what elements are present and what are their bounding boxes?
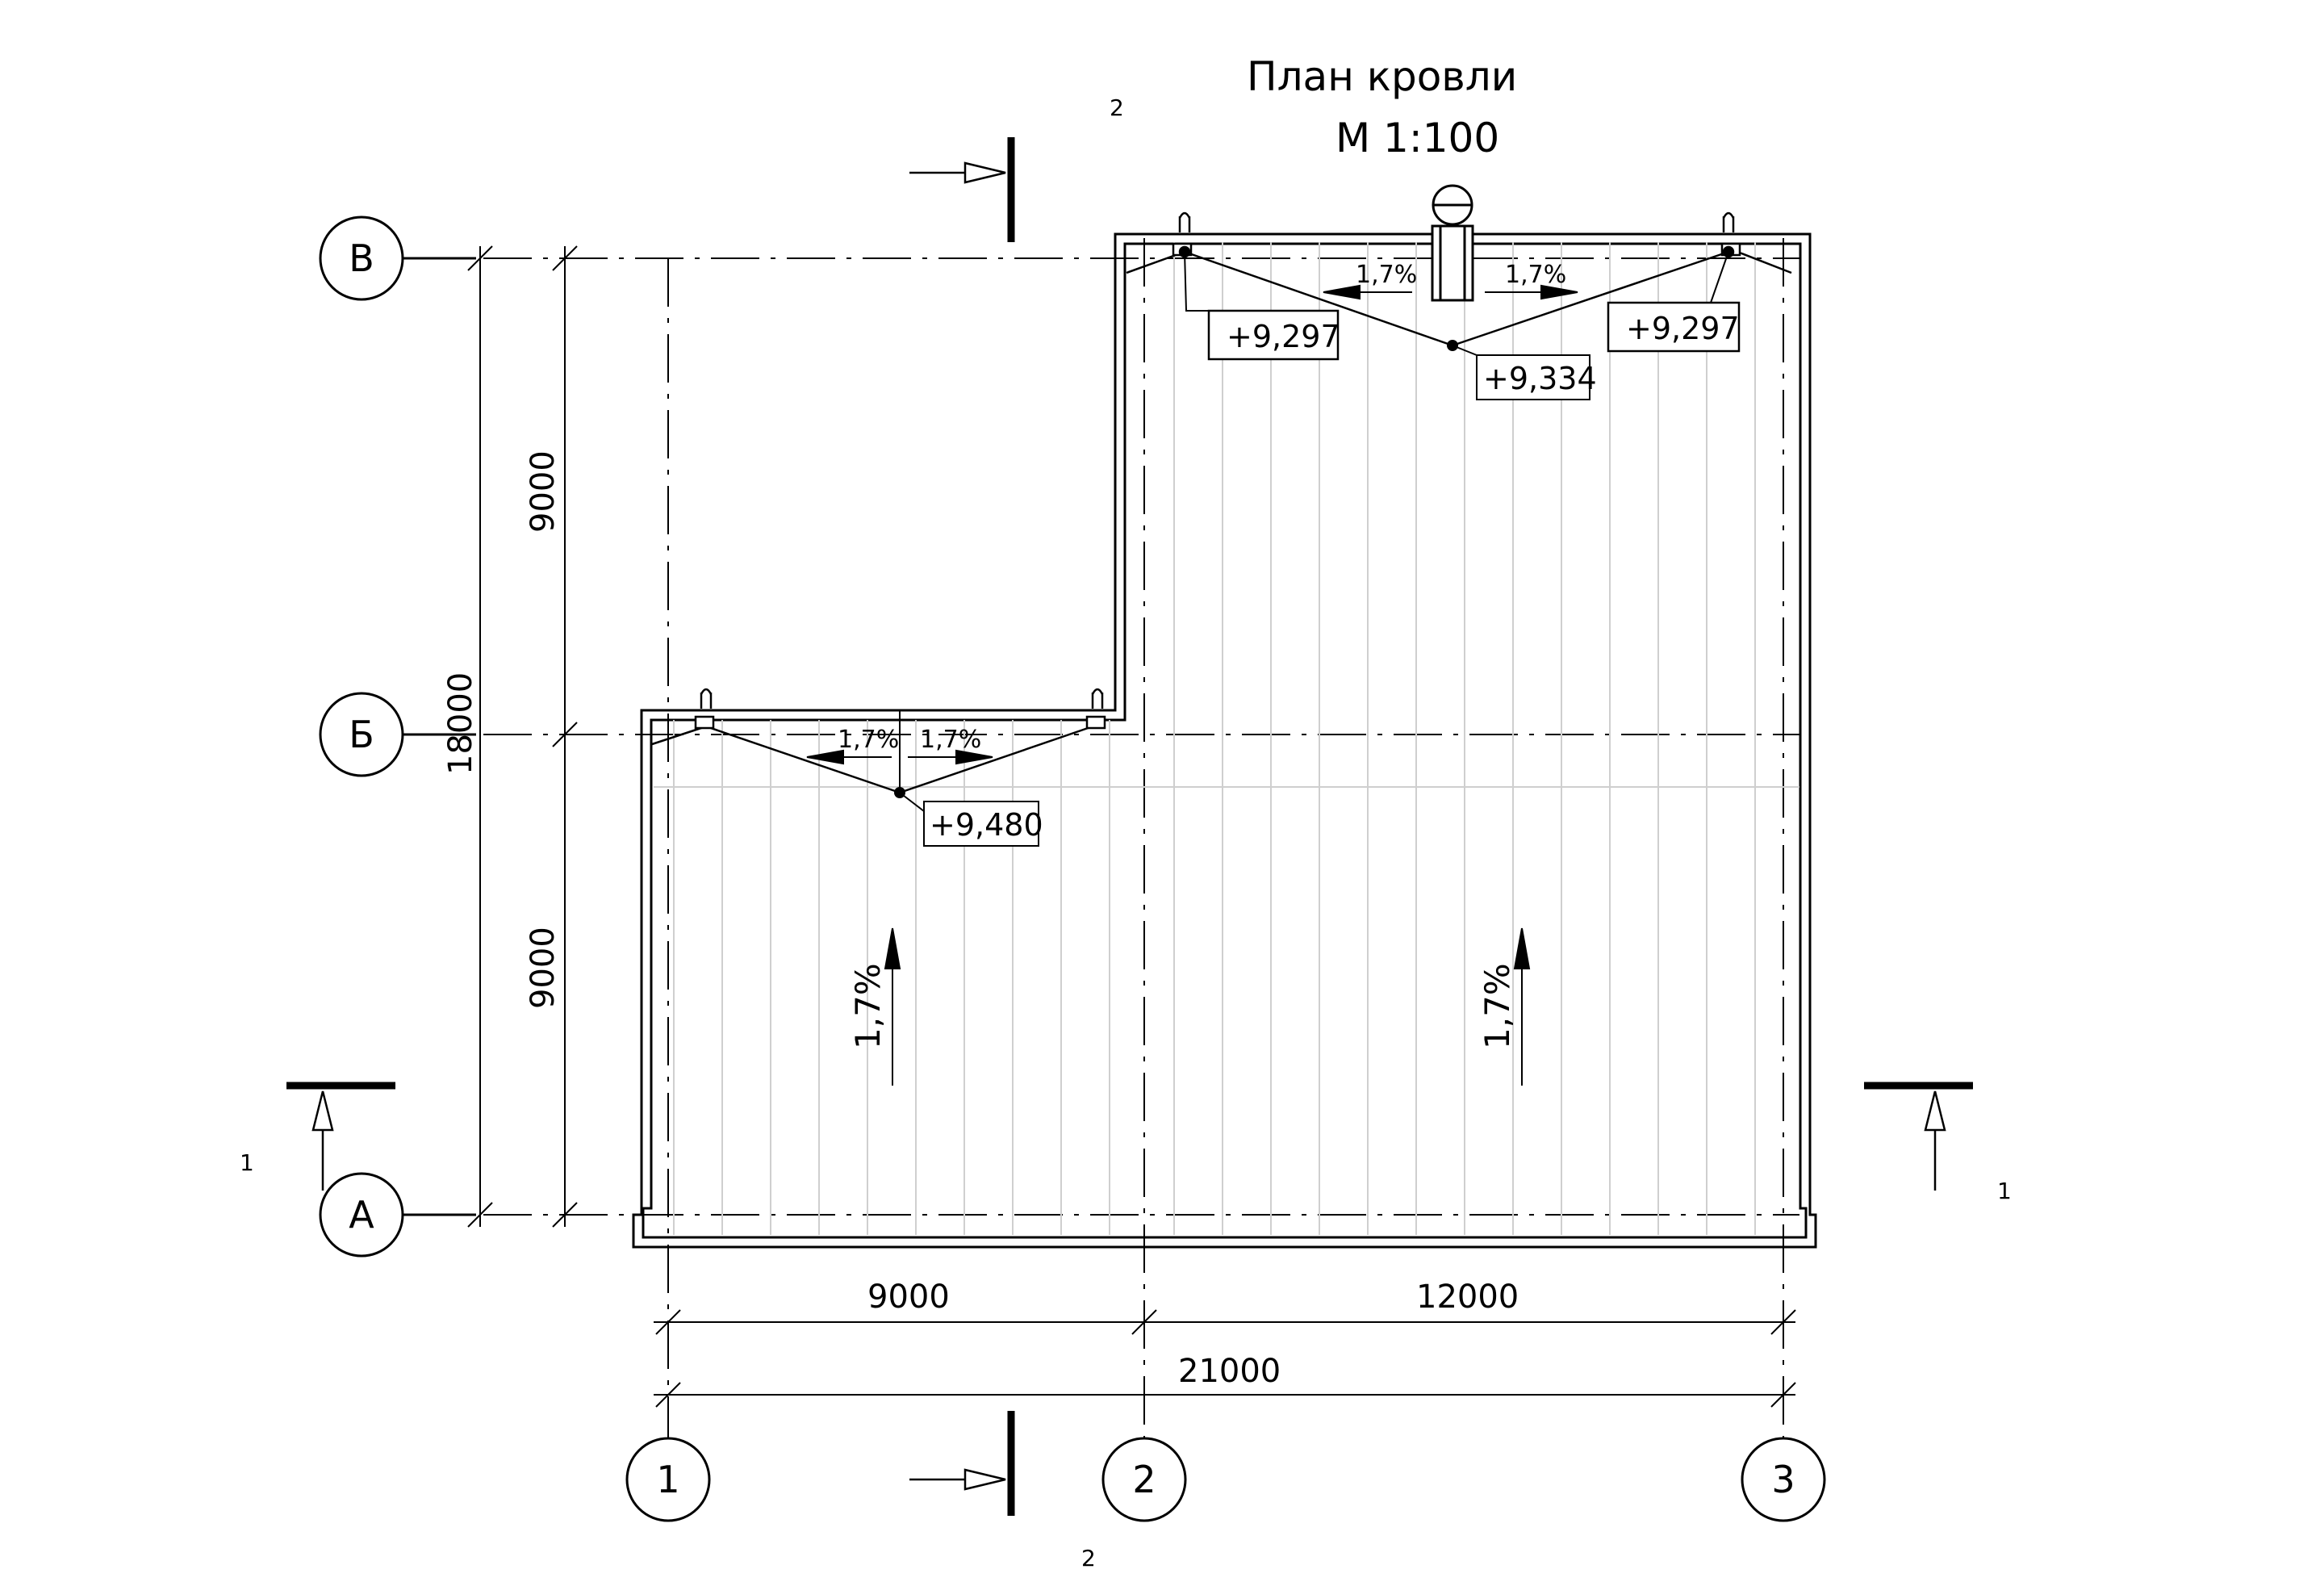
roof-outline (632, 232, 1817, 1249)
dim-left-total: 18000 (442, 672, 479, 775)
section-label-1-left: 1 (240, 1149, 254, 1176)
slope-lower-right: 1,7% (920, 726, 981, 754)
section-label-2-bottom: 2 (1081, 1545, 1096, 1572)
dim-bottom-right: 12000 (1416, 1279, 1519, 1316)
slope-upper-left: 1,7% (1356, 261, 1417, 289)
drawing-scale: М 1:100 (1335, 115, 1499, 161)
slope-upper-right: 1,7% (1505, 261, 1566, 289)
roof-hatch (1431, 184, 1474, 302)
axis-label-a: А (349, 1193, 374, 1237)
bottom-dimension-lines (654, 1309, 1796, 1408)
slope-main-left: 1,7% (848, 963, 888, 1049)
elevation-upper-right: +9,297 (1626, 311, 1740, 346)
axis-label-3: 3 (1771, 1458, 1795, 1501)
axis-label-1: 1 (656, 1458, 679, 1501)
drawing-title: План кровли (1247, 53, 1517, 100)
axis-grid-lines (408, 238, 1799, 1445)
axis-label-v: В (349, 236, 374, 280)
axis-label-2: 2 (1132, 1458, 1156, 1501)
funnel-lower-right (1085, 688, 1106, 730)
elevation-box-upper-left (1207, 309, 1340, 361)
dim-bottom-left: 9000 (867, 1279, 950, 1316)
roof-board-lines (654, 242, 1799, 1235)
elevation-box-lower-valley (923, 801, 1039, 847)
dim-left-upper: 9000 (525, 450, 562, 533)
section-label-2-top: 2 (1110, 94, 1124, 121)
slope-arrows (806, 284, 1578, 1086)
section-mark-2-bottom (909, 1411, 1015, 1516)
section-mark-1-left (286, 1082, 395, 1191)
elevation-leaders (899, 251, 1729, 812)
section-mark-2-top (909, 137, 1015, 242)
dim-left-lower: 9000 (525, 927, 562, 1009)
elevation-upper-left: +9,297 (1227, 319, 1340, 354)
dim-bottom-total: 21000 (1178, 1353, 1281, 1390)
funnel-lower-left (694, 688, 715, 730)
elevation-box-upper-valley (1476, 354, 1590, 400)
left-dimension-lines (467, 245, 578, 1228)
section-mark-1-right (1864, 1082, 1973, 1191)
slope-lower-left: 1,7% (838, 726, 899, 754)
elevation-lower-valley: +9,480 (930, 807, 1043, 843)
section-label-1-right: 1 (1997, 1178, 2012, 1204)
axis-bubbles (319, 216, 1826, 1522)
slope-main-right: 1,7% (1478, 963, 1517, 1049)
axis-label-b: Б (349, 713, 374, 756)
elevation-box-upper-right (1607, 301, 1741, 353)
elevation-upper-valley: +9,334 (1483, 361, 1597, 396)
